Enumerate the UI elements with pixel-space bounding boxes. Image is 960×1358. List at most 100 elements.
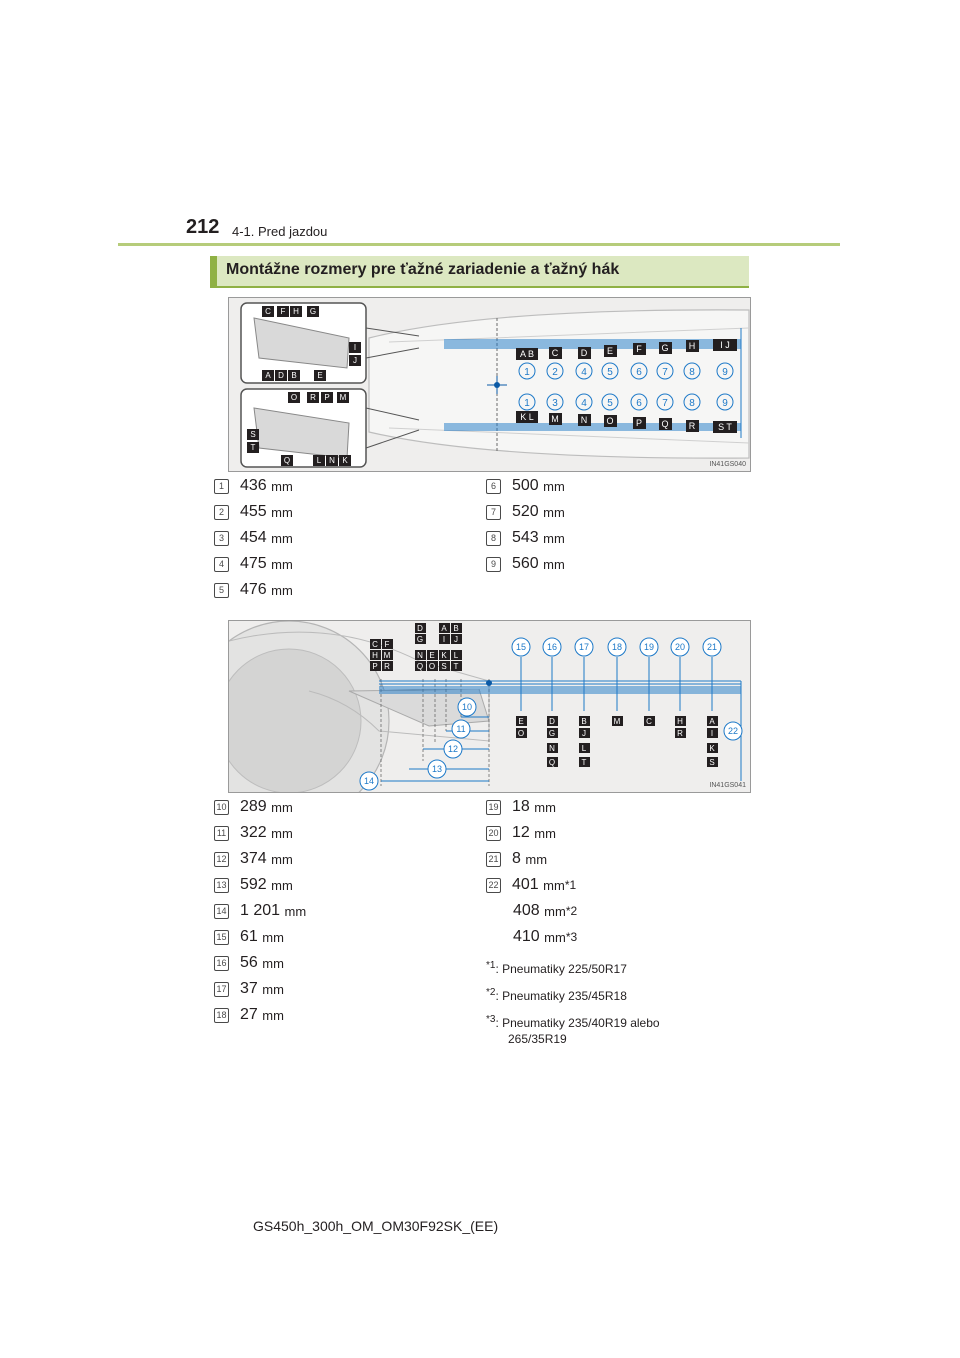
svg-text:L: L xyxy=(582,744,587,753)
svg-text:A: A xyxy=(709,717,715,726)
svg-text:C: C xyxy=(265,307,271,316)
svg-text:5: 5 xyxy=(607,367,613,378)
footnote: *2: Pneumatiky 235/45R18 xyxy=(486,987,627,1003)
svg-text:T: T xyxy=(454,662,459,671)
svg-text:4: 4 xyxy=(581,398,587,409)
svg-text:E: E xyxy=(317,371,322,380)
svg-text:T: T xyxy=(251,443,256,452)
page-number: 212 xyxy=(186,216,220,238)
svg-text:D: D xyxy=(549,717,555,726)
svg-text:H: H xyxy=(677,717,683,726)
svg-text:J: J xyxy=(454,635,458,644)
svg-text:F: F xyxy=(385,640,390,649)
spec-row-continued: 408 mm*2 xyxy=(513,902,578,919)
svg-text:H: H xyxy=(689,341,696,351)
svg-text:L: L xyxy=(454,651,459,660)
svg-text:I: I xyxy=(711,729,713,738)
svg-text:10: 10 xyxy=(462,702,472,712)
svg-text:4: 4 xyxy=(581,367,587,378)
svg-text:9: 9 xyxy=(722,367,728,378)
svg-text:R: R xyxy=(677,729,683,738)
svg-text:7: 7 xyxy=(662,398,668,409)
svg-text:O: O xyxy=(606,416,613,426)
svg-text:19: 19 xyxy=(644,642,654,652)
header-divider xyxy=(118,243,840,246)
svg-text:1: 1 xyxy=(524,367,530,378)
svg-text:F: F xyxy=(636,344,642,354)
svg-text:17: 17 xyxy=(579,642,589,652)
svg-text:Q: Q xyxy=(549,758,555,767)
svg-text:E: E xyxy=(518,717,523,726)
section-title: Montážne rozmery pre ťažné zariadenie a … xyxy=(226,261,620,278)
svg-text:C: C xyxy=(552,348,559,358)
section-title-bar xyxy=(210,256,749,288)
svg-text:2: 2 xyxy=(552,367,558,378)
svg-text:12: 12 xyxy=(448,744,458,754)
svg-text:F: F xyxy=(281,307,286,316)
svg-text:C: C xyxy=(372,640,378,649)
svg-text:D: D xyxy=(581,348,588,358)
svg-text:O: O xyxy=(429,662,435,671)
svg-text:21: 21 xyxy=(707,642,717,652)
svg-text:S: S xyxy=(709,758,714,767)
svg-text:G: G xyxy=(310,307,316,316)
svg-text:B: B xyxy=(581,717,586,726)
side-letter-grid: C F H M P R D G N E Q O A B I J K L S T … xyxy=(370,623,718,767)
tire-footnotes: *1: Pneumatiky 225/50R17 *2: Pneumatiky … xyxy=(486,954,660,1047)
footnote: *1: Pneumatiky 225/50R17 xyxy=(486,960,627,976)
svg-text:T: T xyxy=(582,758,587,767)
svg-text:S T: S T xyxy=(718,422,732,432)
svg-text:22: 22 xyxy=(728,726,738,736)
svg-text:16: 16 xyxy=(547,642,557,652)
svg-text:I: I xyxy=(443,635,445,644)
row1-letter-badges: A B C D E F G H I J xyxy=(516,339,737,360)
svg-text:P: P xyxy=(324,393,329,402)
svg-text:13: 13 xyxy=(432,764,442,774)
svg-text:9: 9 xyxy=(722,398,728,409)
svg-text:M: M xyxy=(551,414,559,424)
document-footer: GS450h_300h_OM_OM30F92SK_(EE) xyxy=(253,1218,499,1234)
svg-text:S: S xyxy=(441,662,446,671)
svg-text:D: D xyxy=(278,371,284,380)
svg-text:E: E xyxy=(607,346,613,356)
svg-text:A: A xyxy=(265,371,271,380)
svg-text:R: R xyxy=(384,662,390,671)
svg-text:7: 7 xyxy=(662,367,668,378)
label-ab: A B xyxy=(520,349,534,359)
svg-text:A: A xyxy=(441,624,447,633)
svg-text:15: 15 xyxy=(516,642,526,652)
svg-text:S: S xyxy=(250,430,255,439)
left-dimension-circles xyxy=(359,697,743,791)
svg-text:E: E xyxy=(429,651,434,660)
figure1-code: IN41GS040 xyxy=(709,461,746,468)
breadcrumb: 4-1. Pred jazdou xyxy=(232,224,328,239)
svg-text:O: O xyxy=(291,393,297,402)
row1-number-circles xyxy=(518,362,734,380)
svg-text:D: D xyxy=(417,624,423,633)
svg-text:Q: Q xyxy=(417,662,423,671)
